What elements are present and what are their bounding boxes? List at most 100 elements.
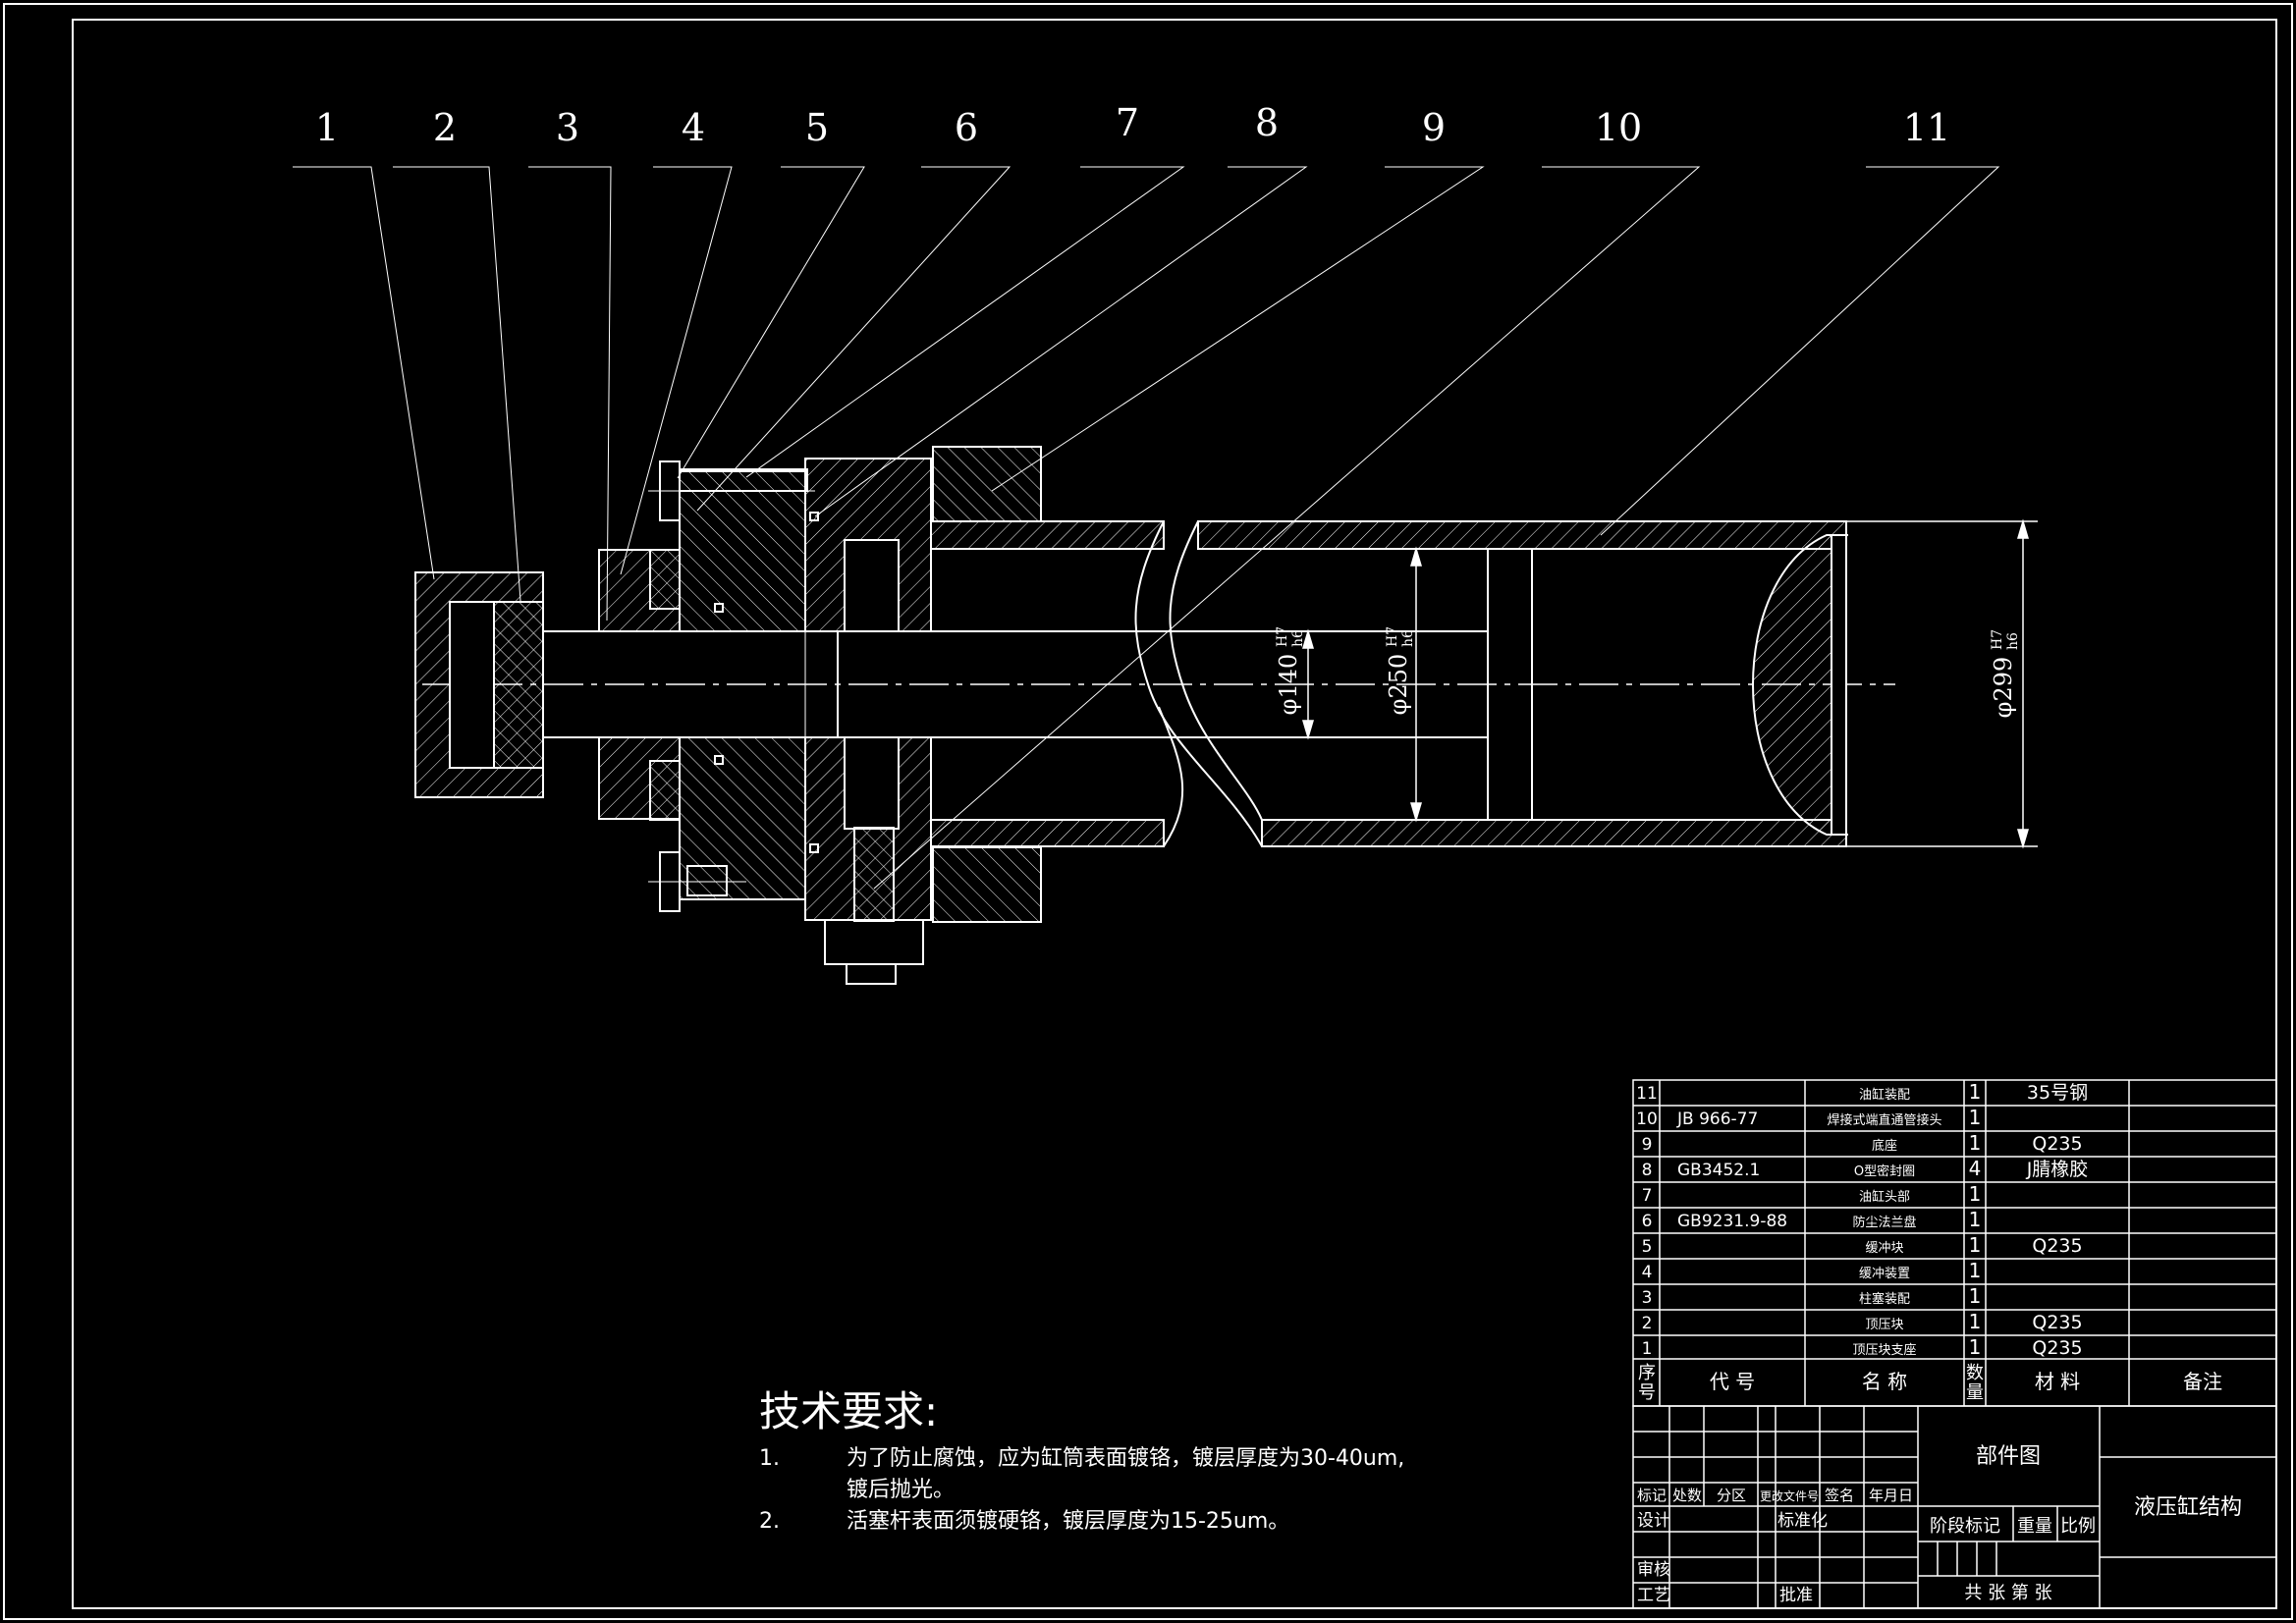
dim-fit-upper: H7 bbox=[1385, 626, 1400, 647]
tube-wall-upper-left bbox=[930, 520, 1165, 550]
bom-cell-no: 2 bbox=[1642, 1314, 1653, 1333]
bom-cell-material: J腈橡胶 bbox=[2026, 1159, 2089, 1180]
note-number: 1. bbox=[759, 1446, 780, 1471]
bom-cell-qty: 4 bbox=[1969, 1157, 1982, 1180]
bom-cell-qty: 1 bbox=[1969, 1182, 1982, 1206]
bom-cell-no: 10 bbox=[1636, 1109, 1658, 1129]
bom-header-no: 号 bbox=[1638, 1382, 1656, 1403]
rev-header: 分区 bbox=[1717, 1487, 1746, 1504]
bom-cell-qty: 1 bbox=[1969, 1310, 1982, 1333]
bom-cell-qty: 1 bbox=[1969, 1106, 1982, 1129]
technical-requirements: 技术要求: 1. 为了防止腐蚀，应为缸筒表面镀铬，镀层厚度为30-40um, 镀… bbox=[759, 1387, 1404, 1534]
part-label: 11 bbox=[1903, 106, 1950, 149]
outer-border bbox=[3, 3, 2293, 1620]
sheets-label: 共 张 第 张 bbox=[1964, 1583, 2051, 1603]
dimension-lines bbox=[1301, 518, 2038, 849]
bom-cell-code: GB3452.1 bbox=[1677, 1161, 1760, 1180]
bom-cell-qty: 1 bbox=[1969, 1080, 1982, 1104]
dim-fit-upper: H7 bbox=[1990, 629, 2005, 650]
note-text: 为了防止腐蚀，应为缸筒表面镀铬，镀层厚度为30-40um, bbox=[847, 1446, 1404, 1471]
bom-cell-qty: 1 bbox=[1969, 1208, 1982, 1231]
bom-cell-no: 4 bbox=[1642, 1263, 1653, 1282]
standardize-label: 标准化 bbox=[1777, 1511, 1828, 1531]
bom-cell-qty: 1 bbox=[1969, 1233, 1982, 1257]
bom-cell-material: Q235 bbox=[2032, 1235, 2082, 1257]
bom-cell-no: 7 bbox=[1642, 1186, 1653, 1206]
note-text: 镀后抛光。 bbox=[847, 1478, 955, 1502]
drawing-type: 部件图 bbox=[1976, 1444, 2041, 1469]
bom-cell-qty: 1 bbox=[1969, 1284, 1982, 1308]
rev-header: 签名 bbox=[1825, 1487, 1854, 1504]
part-label: 2 bbox=[433, 106, 457, 149]
dim-fit-lower: h6 bbox=[2005, 632, 2021, 650]
bom-cell-no: 6 bbox=[1642, 1212, 1653, 1231]
bom-cell-name: 柱塞装配 bbox=[1859, 1291, 1910, 1307]
bom-cell-material: 35号钢 bbox=[2027, 1082, 2088, 1104]
process-label: 工艺 bbox=[1637, 1586, 1670, 1605]
bom-cell-no: 9 bbox=[1642, 1135, 1653, 1155]
cylinder-assembly bbox=[414, 446, 1895, 985]
part-label: 7 bbox=[1116, 101, 1139, 144]
tube-wall-lower-left bbox=[930, 819, 1165, 847]
dim-fit-upper: H7 bbox=[1275, 626, 1290, 647]
part-number-labels: 1 2 3 4 5 6 7 8 9 10 11 bbox=[315, 101, 1950, 149]
scale-label: 比例 bbox=[2060, 1516, 2096, 1537]
bom-cell-name: O型密封圈 bbox=[1854, 1163, 1915, 1179]
bom-cell-material: Q235 bbox=[2032, 1133, 2082, 1155]
bom-cell-name: 油缸装配 bbox=[1859, 1087, 1910, 1103]
part-label: 10 bbox=[1595, 106, 1642, 149]
weight-label: 重量 bbox=[2017, 1516, 2052, 1537]
notes-title: 技术要求: bbox=[759, 1387, 938, 1435]
part-label: 5 bbox=[805, 106, 829, 149]
part-label: 1 bbox=[315, 106, 339, 149]
dimension-texts: φ140 H7 h6 φ250 H7 h6 φ299 H7 h6 bbox=[1275, 626, 2021, 718]
bom-header-qty: 数 bbox=[1966, 1363, 1984, 1383]
bom-cell-material: Q235 bbox=[2032, 1312, 2082, 1333]
dim-text: φ299 bbox=[1990, 657, 2017, 719]
note-text: 活塞杆表面须镀硬铬，镀层厚度为15-25um。 bbox=[847, 1509, 1289, 1534]
stage-mark-label: 阶段标记 bbox=[1930, 1516, 2000, 1537]
design-label: 设计 bbox=[1637, 1511, 1670, 1531]
bom-cell-name: 油缸头部 bbox=[1859, 1189, 1910, 1205]
bom-cell-code: GB9231.9-88 bbox=[1677, 1212, 1787, 1231]
bom-cell-no: 3 bbox=[1642, 1288, 1653, 1308]
part-label: 4 bbox=[682, 106, 705, 149]
bom-cell-qty: 1 bbox=[1969, 1335, 1982, 1359]
rev-header: 标记 bbox=[1637, 1487, 1667, 1504]
base-lower bbox=[932, 846, 1042, 923]
note-number: 2. bbox=[759, 1509, 780, 1534]
bom-cell-name: 缓冲装置 bbox=[1859, 1267, 1910, 1281]
rev-header: 更改文件号 bbox=[1760, 1488, 1819, 1503]
inner-border bbox=[72, 19, 2277, 1609]
title-block-grid bbox=[1632, 1405, 2277, 1609]
bom-cell-no: 5 bbox=[1642, 1237, 1653, 1257]
bom-cell-qty: 1 bbox=[1969, 1131, 1982, 1155]
part-label: 3 bbox=[556, 106, 579, 149]
tube-wall-lower-right bbox=[1261, 819, 1847, 847]
bom-header: 序 号 代 号 名 称 数 量 材 料 备注 bbox=[1638, 1363, 2222, 1403]
part-label: 8 bbox=[1255, 101, 1279, 144]
bom-cell-no: 1 bbox=[1642, 1339, 1653, 1359]
drawing-name: 液压缸结构 bbox=[2134, 1495, 2242, 1520]
buffer-block-upper bbox=[844, 539, 900, 632]
bom-cell-name: 顶压块支座 bbox=[1852, 1343, 1916, 1358]
dim-text: φ140 bbox=[1275, 654, 1302, 716]
bom-header-no: 序 bbox=[1638, 1363, 1656, 1383]
dim-fit-lower: h6 bbox=[1290, 629, 1306, 647]
rev-header: 年月日 bbox=[1869, 1487, 1913, 1504]
bom-header-name: 名 称 bbox=[1862, 1370, 1907, 1393]
buffer-block-lower bbox=[844, 736, 900, 830]
leader-lines bbox=[293, 166, 2000, 890]
end-cap bbox=[1752, 534, 1842, 836]
bom-cell-name: 缓冲块 bbox=[1865, 1241, 1903, 1256]
bom-header-code: 代 号 bbox=[1710, 1370, 1755, 1393]
bom-header-remark: 备注 bbox=[2183, 1370, 2222, 1393]
bom-cell-material: Q235 bbox=[2032, 1337, 2082, 1359]
bom-cell-name: 防尘法兰盘 bbox=[1852, 1215, 1916, 1230]
title-block-text: 标记 处数 分区 更改文件号 签名 年月日 设计 标准化 审核 工艺 批准 部件… bbox=[1637, 1444, 2242, 1605]
dim-text: φ250 bbox=[1385, 654, 1412, 716]
bom-header-qty: 量 bbox=[1966, 1382, 1984, 1403]
approve-label: 批准 bbox=[1779, 1586, 1813, 1605]
